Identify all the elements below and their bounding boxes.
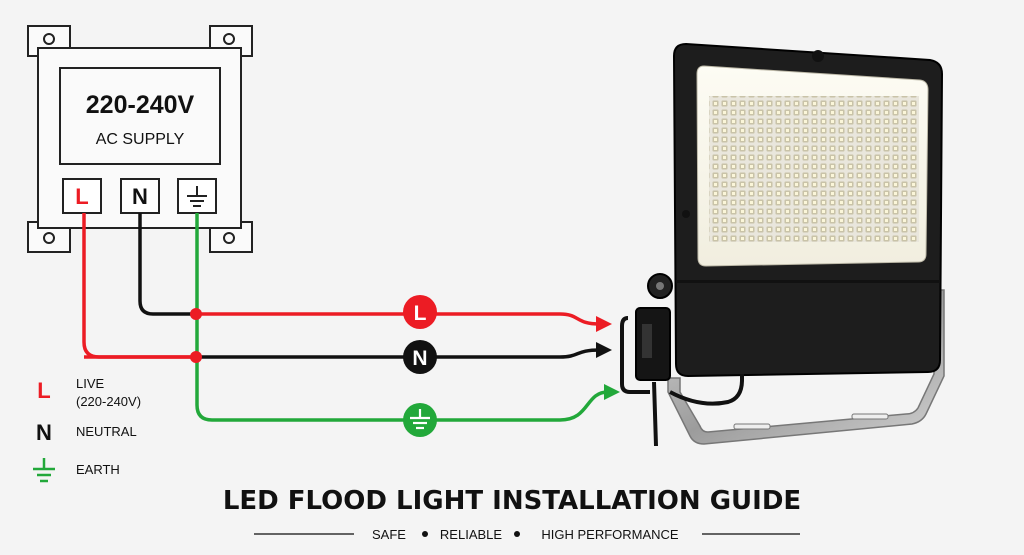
screw-hole-icon — [223, 33, 235, 45]
tagline-safe: SAFE — [372, 527, 406, 542]
ground-icon — [33, 458, 55, 483]
live-junction-dot — [190, 308, 202, 320]
footer: LED FLOOD LIGHT INSTALLATION GUIDE SAFE … — [223, 486, 801, 542]
driver-box — [635, 307, 671, 381]
supply-label-panel — [59, 67, 221, 165]
neutral-junction-dot — [190, 351, 202, 363]
legend-live-symbol: L — [37, 378, 50, 403]
legend-live-voltage: (220-240V) — [76, 394, 141, 409]
earth-arrow-icon — [604, 384, 620, 400]
supply-voltage: 220-240V — [86, 91, 195, 119]
tagline-reliable: RELIABLE — [440, 527, 502, 542]
bullet-dot — [514, 531, 520, 537]
neutral-badge: N — [403, 340, 437, 374]
led-flood-light — [620, 42, 945, 447]
terminal-neutral — [120, 178, 160, 214]
tagline-high-performance: HIGH PERFORMANCE — [541, 527, 679, 542]
terminal-live — [62, 178, 102, 214]
live-arrow-icon — [596, 316, 612, 332]
ground-icon — [410, 409, 430, 430]
bullet-dot — [422, 531, 428, 537]
light-cable — [669, 374, 744, 406]
tilt-knob-center — [656, 282, 664, 290]
legend-live-label: LIVE — [76, 376, 105, 391]
legend-earth-label: EARTH — [76, 462, 120, 477]
guide-title: LED FLOOD LIGHT INSTALLATION GUIDE — [223, 486, 801, 516]
neutral-wire — [138, 213, 601, 359]
terminal-neutral-label: N — [132, 184, 148, 209]
legend-neutral-label: NEUTRAL — [76, 424, 137, 439]
legend-neutral-symbol: N — [36, 420, 52, 445]
live-wire — [82, 213, 601, 359]
bracket-slot — [851, 413, 889, 420]
wiring — [82, 213, 609, 422]
legend: L LIVE (220-240V) N NEUTRAL EARTH — [33, 376, 141, 483]
housing-seam — [676, 280, 940, 283]
earth-wire — [195, 213, 609, 422]
led-array — [709, 96, 919, 242]
bracket-slot — [733, 423, 771, 430]
screw-hole-icon — [43, 232, 55, 244]
earth-badge — [403, 403, 437, 437]
housing-lug — [812, 50, 824, 62]
screw-hole-icon — [43, 33, 55, 45]
live-badge-label: L — [414, 302, 427, 325]
ground-icon — [187, 186, 207, 207]
housing-lug — [682, 210, 690, 218]
neutral-arrow-icon — [596, 342, 612, 358]
power-cable — [652, 381, 658, 447]
screw-hole-icon — [223, 232, 235, 244]
neutral-badge-label: N — [412, 347, 427, 370]
live-badge: L — [403, 295, 437, 329]
supply-type: AC SUPPLY — [96, 131, 185, 148]
terminal-live-label: L — [75, 184, 88, 209]
junctions — [84, 308, 202, 363]
input-cable — [620, 316, 650, 394]
ac-supply-box: 220-240V AC SUPPLY L N — [27, 25, 253, 253]
driver-label — [642, 324, 652, 358]
